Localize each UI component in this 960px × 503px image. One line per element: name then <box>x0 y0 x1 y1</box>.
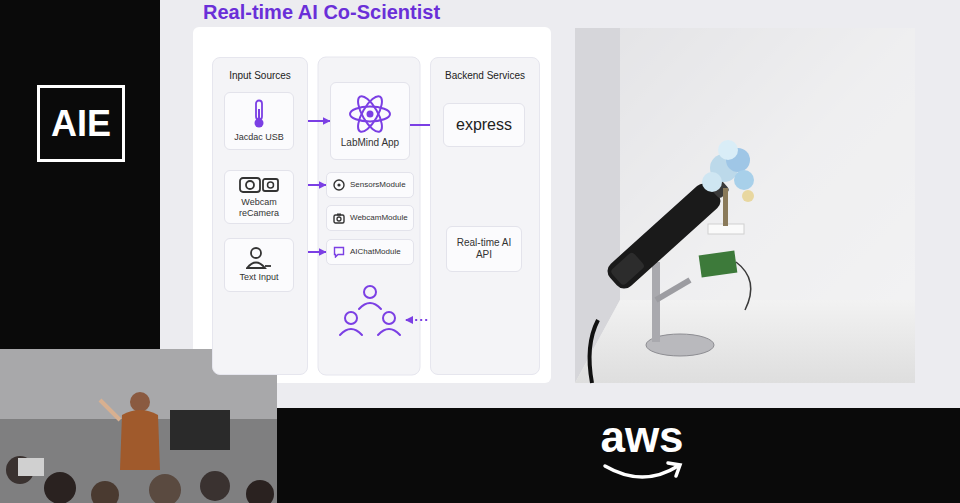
box-label: Real-time AI API <box>452 237 516 261</box>
thermometer-icon <box>251 99 267 129</box>
logo-text: AIE <box>40 88 122 159</box>
users-icon <box>340 286 400 335</box>
user-icon <box>246 247 272 269</box>
icon <box>333 246 345 258</box>
icon <box>333 179 345 191</box>
sensor-icon <box>333 179 345 191</box>
input-box: Text Input <box>224 238 294 292</box>
column-panel <box>318 57 420 375</box>
column-panel: Input SourcesJacdac USB Webcam reCameraTe… <box>212 57 308 375</box>
aws-smile <box>605 463 680 477</box>
module-box: SensorsModule <box>326 172 414 198</box>
logo-text: aws <box>596 412 688 462</box>
logo-border <box>39 87 124 161</box>
app-box: LabMind App <box>330 82 410 160</box>
module-box: WebcamModule <box>326 205 414 231</box>
service-box: express <box>443 103 525 147</box>
box-label: Jacdac USB <box>234 132 284 143</box>
box-label: WebcamModule <box>350 213 408 223</box>
column-panel: Backend Services expressReal-time AI API <box>430 57 540 375</box>
box-label: AIChatModule <box>350 247 401 257</box>
box-label: Text Input <box>239 272 278 283</box>
box-label: SensorsModule <box>350 180 406 190</box>
input-box: Jacdac USB <box>224 92 294 150</box>
chat-icon <box>333 246 345 258</box>
module-box: AIChatModule <box>326 239 414 265</box>
icon <box>348 94 392 134</box>
react-atom-icon <box>348 94 392 134</box>
box-label: LabMind App <box>341 137 399 149</box>
camera-icon <box>333 212 345 224</box>
icon <box>246 247 272 269</box>
box-label: express <box>456 115 512 134</box>
input-box: Webcam reCamera <box>224 170 294 224</box>
column-heading: Input Sources <box>229 70 291 82</box>
slide-title: Real-time AI Co-Scientist <box>203 0 440 24</box>
column-heading: Backend Services <box>445 70 525 82</box>
icon <box>251 99 267 129</box>
lab-photo <box>575 28 915 383</box>
box-label: Webcam reCamera <box>230 197 288 219</box>
service-box: Real-time AI API <box>446 226 522 272</box>
icon <box>239 176 279 194</box>
camera-icon <box>239 176 279 194</box>
icon <box>333 212 345 224</box>
